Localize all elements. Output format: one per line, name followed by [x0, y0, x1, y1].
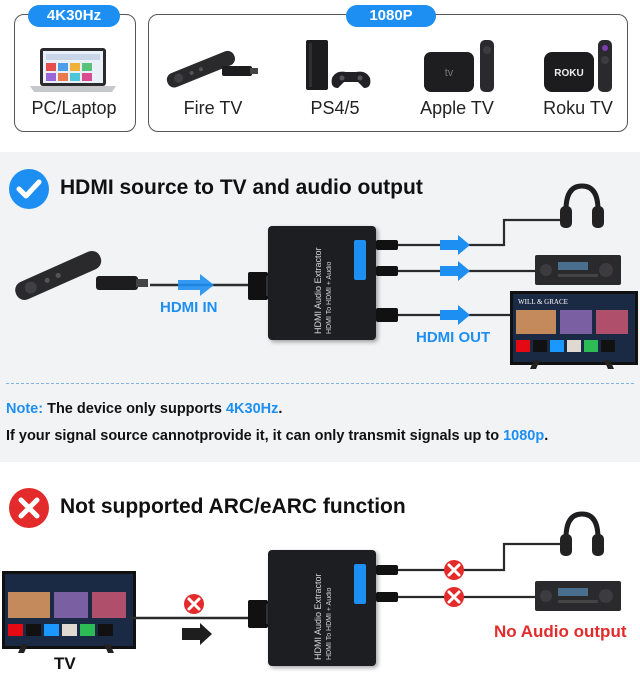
device-label-ps: PS4/5 [310, 98, 360, 118]
note-line-1: Note: The device only supports 4K30Hz. [6, 401, 282, 417]
hdmi-out-label: HDMI OUT [416, 329, 491, 346]
note-text: The device only supports [43, 401, 226, 417]
note-label: Note: [6, 401, 44, 417]
tv-brand-label: WILL & GRACE [518, 298, 568, 306]
hdmi-in-arrow [150, 274, 262, 296]
roku-logo: ROKU [554, 68, 583, 79]
device-name-label-2: HDMI Audio Extractor [313, 573, 323, 660]
device-label-appletv: Apple TV [420, 98, 494, 118]
av-receiver-icon [535, 255, 621, 285]
device-name-label: HDMI Audio Extractor [313, 247, 323, 334]
tv-to-extractor-cable [130, 594, 250, 645]
output-cables [376, 218, 562, 325]
apple-tv-icon: tv [424, 40, 494, 92]
line2-text: If your signal source cannotprovide it, … [6, 428, 504, 444]
tv-label: TV [54, 654, 76, 673]
badge-1080p: 1080P [346, 5, 436, 27]
check-icon [9, 169, 49, 209]
badge-4k30hz: 4K30Hz [28, 5, 120, 27]
console-icon [306, 40, 371, 90]
fire-stick-icon [15, 250, 148, 300]
fire-tv-remote-icon [166, 50, 258, 88]
line2-end: . [544, 428, 549, 444]
note-end: . [278, 401, 283, 417]
dashed-separator [6, 383, 634, 384]
laptop-icon [30, 48, 116, 92]
tv-stand-1 [530, 360, 614, 369]
device-sub-label: HDMI To HDMI + Audio [326, 261, 333, 334]
headphones-icon [560, 183, 604, 228]
note-value: 4K30Hz [225, 401, 279, 417]
blocked-output-cables [376, 542, 562, 607]
section2-title: Not supported ARC/eARC function [60, 495, 406, 518]
section1-title: HDMI source to TV and audio output [60, 176, 423, 199]
no-audio-output-label: No Audio output [494, 622, 627, 641]
device-label-pc: PC/Laptop [31, 98, 117, 118]
cross-icon [9, 488, 49, 528]
device-label-firetv: Fire TV [183, 98, 243, 118]
roku-icon: ROKU [544, 40, 612, 92]
tv-tiles-2 [8, 592, 126, 636]
tv-tiles-1 [516, 310, 628, 352]
line2-value: 1080p [503, 428, 545, 444]
hdmi-in-label: HDMI IN [160, 299, 218, 316]
note-line-2: If your signal source cannotprovide it, … [6, 428, 548, 444]
headphones-icon-2 [560, 511, 604, 556]
device-badge-2 [354, 564, 366, 604]
apple-tv-logo: tv [445, 67, 454, 79]
av-receiver-icon-2 [535, 581, 621, 611]
tv-stand-2 [18, 644, 114, 653]
device-label-roku: Roku TV [543, 98, 613, 118]
device-badge [354, 240, 366, 280]
device-sub-label-2: HDMI To HDMI + Audio [326, 587, 333, 660]
